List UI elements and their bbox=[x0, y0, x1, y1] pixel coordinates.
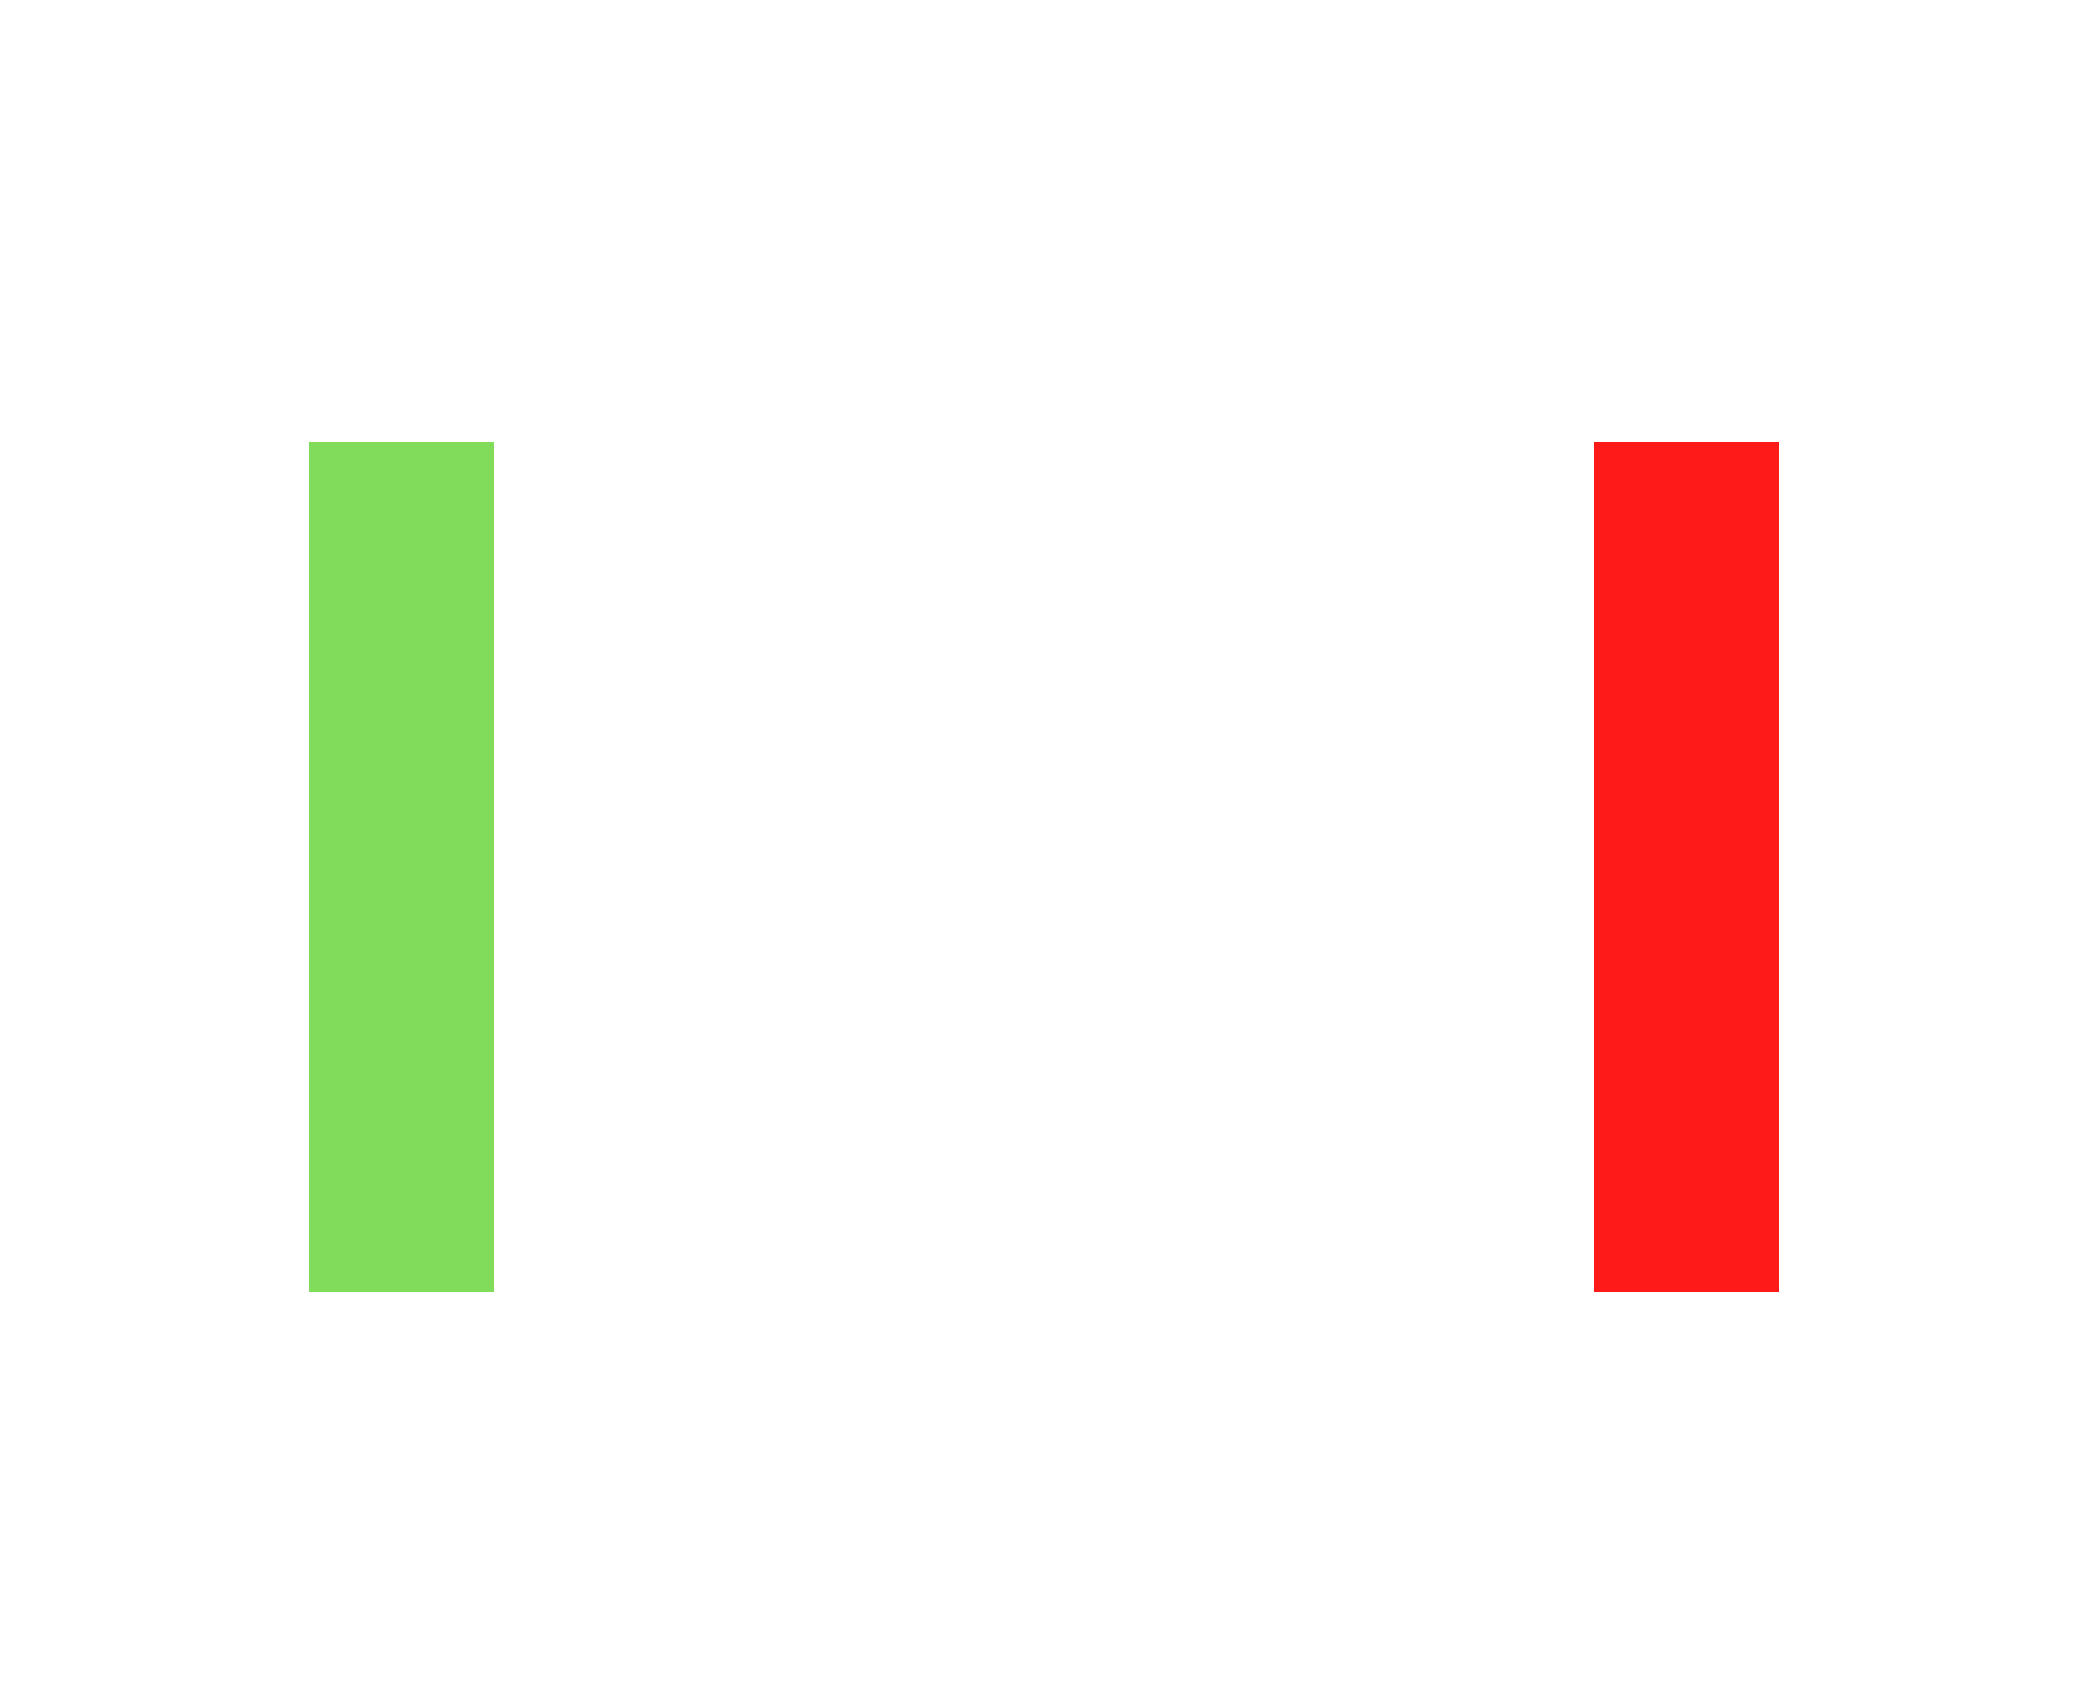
red-vertical-bar bbox=[1594, 442, 1779, 1292]
green-vertical-bar bbox=[309, 442, 494, 1292]
